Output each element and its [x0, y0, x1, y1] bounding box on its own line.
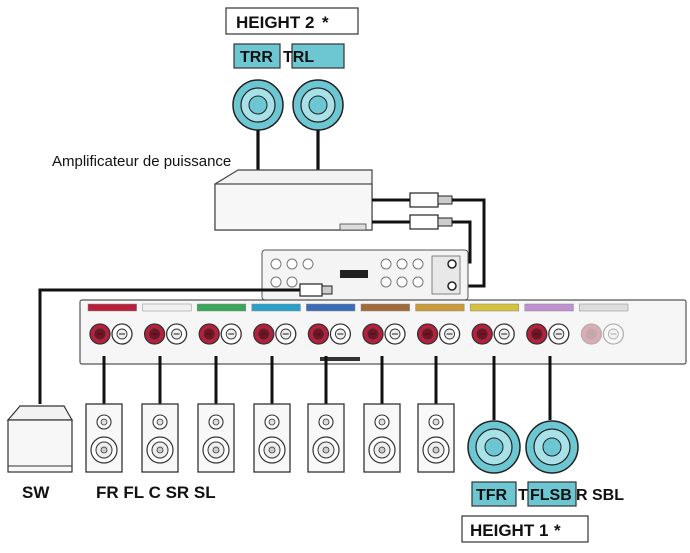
- height1-star: *: [554, 521, 561, 540]
- speaker-terminal: [384, 323, 406, 345]
- label-front-group: FR FL C SR SL: [96, 483, 216, 502]
- zone-strip: [196, 303, 247, 312]
- speaker-terminal: [548, 323, 570, 345]
- zone-strip: [306, 303, 356, 312]
- tag-flsb: [527, 481, 577, 507]
- floor-speaker: [141, 403, 179, 473]
- speaker-terminal: [602, 323, 625, 345]
- speaker-tfr: [467, 420, 521, 474]
- height2-label-box: [225, 7, 359, 35]
- speaker-terminal: [580, 323, 603, 345]
- speaker-terminal: [111, 323, 133, 345]
- tag-flsb-label: FLSB: [530, 487, 572, 504]
- zone-strip: [415, 303, 465, 312]
- speaker-terminal: [165, 323, 188, 345]
- power-amplifier: [214, 169, 373, 231]
- speaker-terminal: [493, 323, 515, 345]
- zone-strip: [251, 303, 301, 312]
- floor-speaker: [197, 403, 235, 473]
- speaker-terminal: [89, 323, 111, 345]
- receiver-speaker-panel: [79, 299, 687, 365]
- speaker-terminal: [329, 323, 352, 345]
- zone-strip: [524, 303, 574, 312]
- rca-cables: [372, 192, 486, 288]
- floor-speaker: [417, 403, 455, 473]
- speaker-terminal: [275, 323, 297, 345]
- tag-trr-label: TRR: [240, 49, 273, 66]
- height1-title: HEIGHT 1: [470, 521, 548, 540]
- speaker-trr: [232, 79, 284, 131]
- speaker-terminal: [416, 323, 439, 345]
- tag-trl-label: TRL: [283, 49, 314, 66]
- speaker-terminal: [143, 323, 166, 345]
- subwoofer: [6, 405, 74, 473]
- tag-trr: [233, 43, 281, 69]
- subwoofer-cable: [38, 283, 333, 404]
- floor-speaker: [85, 403, 123, 473]
- receiver-preout-panel: [261, 249, 469, 301]
- zone-strip: [142, 303, 192, 312]
- floor-speaker: [307, 403, 345, 473]
- zone-strip: [579, 303, 629, 312]
- speaker-terminal: [526, 323, 548, 345]
- floor-speaker: [253, 403, 291, 473]
- height1-label-box: [461, 515, 589, 543]
- speaker-terminal: [307, 323, 330, 345]
- speaker-terminal: [471, 323, 493, 345]
- speaker-terminal: [362, 323, 384, 345]
- tag-tfl-t: T: [518, 487, 528, 504]
- tag-tfr-label: TFR: [476, 487, 508, 504]
- tag-trl: [291, 43, 345, 69]
- floor-speaker: [363, 403, 401, 473]
- label-sw: SW: [22, 483, 50, 502]
- speaker-terminal: [438, 323, 461, 345]
- speaker-terminal: [198, 323, 220, 345]
- tag-r-sbl-label: R SBL: [576, 487, 624, 504]
- height2-star: *: [322, 13, 329, 32]
- height2-title: HEIGHT 2: [236, 13, 314, 32]
- tag-tfr: [471, 481, 517, 507]
- zone-strip: [360, 303, 410, 312]
- zone-strip: [469, 303, 520, 312]
- floor-speaker-cables: [102, 356, 552, 420]
- amplifier-label: Amplificateur de puissance: [52, 153, 231, 170]
- speaker-tfl: [525, 420, 579, 474]
- speaker-terminal: [220, 323, 242, 345]
- speaker-terminal: [253, 323, 275, 345]
- speaker-trl: [292, 79, 344, 131]
- zone-strip: [87, 303, 137, 312]
